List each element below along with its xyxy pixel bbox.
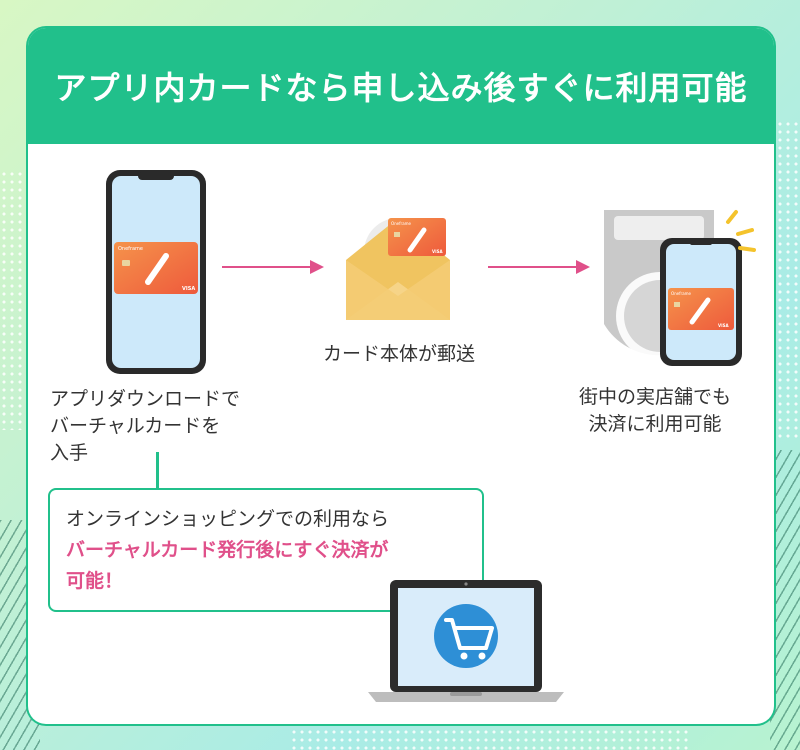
credit-card-icon: Oneframe VISA (668, 288, 734, 330)
step2-caption: カード本体が郵送 (322, 343, 475, 365)
arrow-right-icon (488, 260, 590, 274)
svg-text:Oneframe: Oneframe (391, 221, 412, 226)
smartphone-icon: Oneframe VISA (660, 238, 742, 366)
smartphone-icon: Oneframe VISA (106, 170, 206, 374)
svg-text:VISA: VISA (718, 323, 729, 328)
svg-text:Oneframe: Oneframe (671, 291, 692, 296)
svg-text:Oneframe: Oneframe (118, 246, 143, 252)
dot-pattern (290, 720, 690, 750)
payment-terminal-icon: Oneframe VISA (604, 210, 756, 366)
sparkle-icon (726, 210, 756, 252)
envelope-icon: Oneframe VISA (346, 218, 450, 320)
info-card: アプリ内カードなら申し込み後すぐに利用可能 Oneframe VISA アプリダ… (28, 28, 774, 724)
step3-caption: 街中の実店舗でも 決済に利用可能 (578, 386, 731, 435)
header-banner: アプリ内カードなら申し込み後すぐに利用可能 (28, 28, 774, 144)
svg-text:VISA: VISA (182, 286, 195, 292)
page-title: アプリ内カードなら申し込み後すぐに利用可能 (54, 69, 748, 107)
credit-card-icon: Oneframe VISA (114, 242, 198, 294)
laptop-icon (368, 580, 564, 702)
connector-line (156, 452, 159, 490)
step1-caption: アプリダウンロードで バーチャルカードを 入手 (50, 388, 241, 464)
arrow-right-icon (222, 260, 324, 274)
credit-card-icon: Oneframe VISA (388, 218, 446, 256)
stripe-pattern (770, 450, 800, 750)
shopping-cart-icon (444, 618, 494, 650)
svg-text:VISA: VISA (432, 249, 443, 254)
